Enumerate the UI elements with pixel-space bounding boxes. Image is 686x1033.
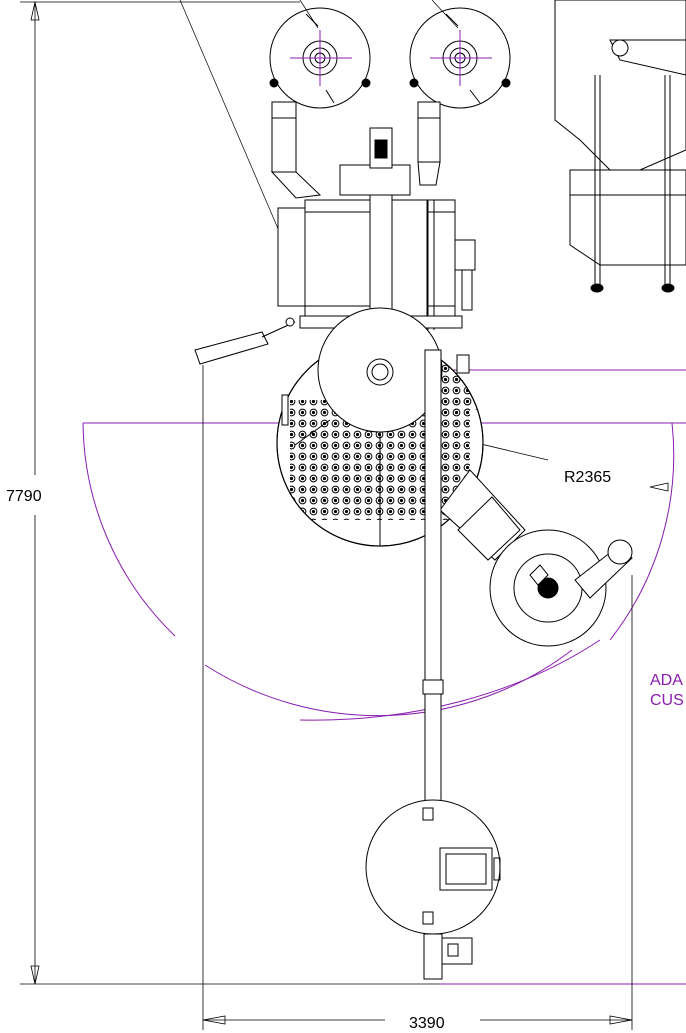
arrow-up xyxy=(30,1,40,21)
radius-dimension-label: R2365 xyxy=(564,469,611,486)
note-line-1: ADA xyxy=(650,672,683,689)
dimension-height xyxy=(20,1,440,985)
storage-bin xyxy=(365,799,501,980)
height-dimension-label: 7790 xyxy=(6,488,42,505)
clearance-arc-right xyxy=(609,422,675,641)
width-dimension-label: 3390 xyxy=(409,1015,445,1032)
dimension-width xyxy=(202,365,633,1030)
roasting-drum xyxy=(294,307,443,446)
arrow-left xyxy=(202,1015,226,1025)
note-line-2: CUS xyxy=(650,692,684,709)
silo xyxy=(554,0,686,293)
clearance-arc-inner xyxy=(299,639,601,721)
arrow-down xyxy=(30,965,40,985)
clearance-arc-left xyxy=(82,422,176,637)
ducts xyxy=(270,101,441,199)
fan-right xyxy=(409,7,511,109)
lever-arm xyxy=(194,317,296,365)
roaster-body xyxy=(277,127,476,330)
leader-lines xyxy=(179,0,459,246)
arrow-right xyxy=(609,1015,633,1025)
fan-left xyxy=(269,7,371,109)
destoner xyxy=(439,469,633,647)
